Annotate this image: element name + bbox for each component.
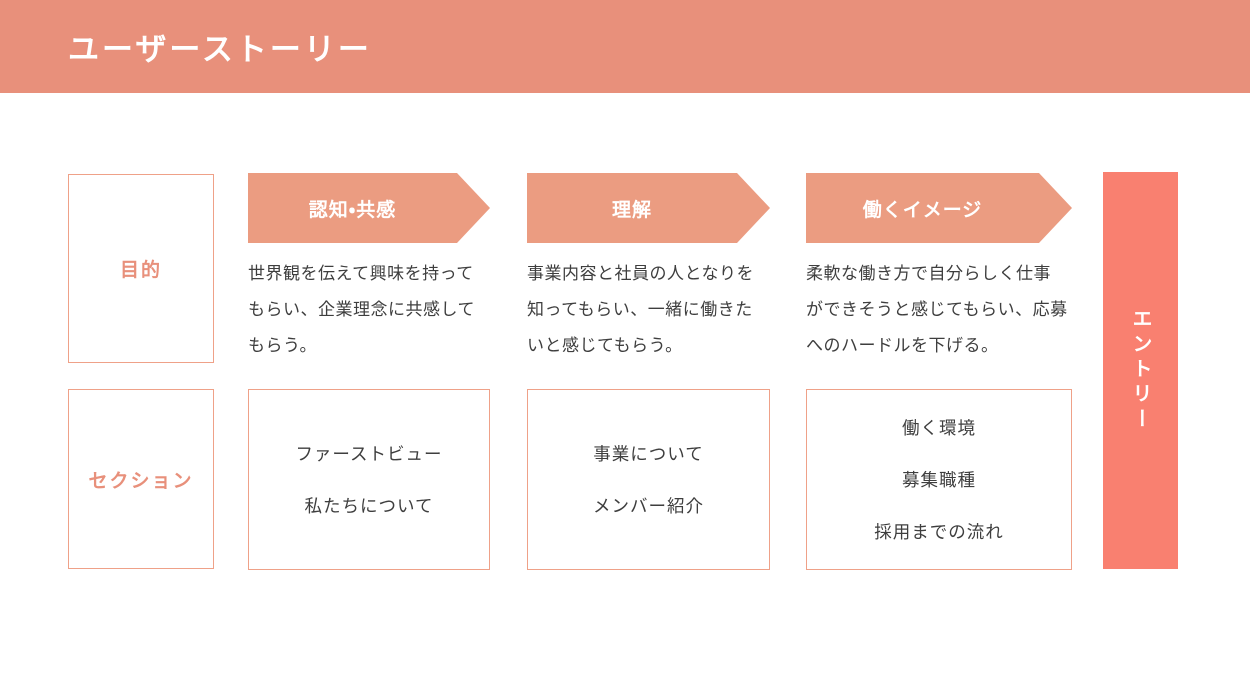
section-item: メンバー紹介 xyxy=(593,496,704,516)
purpose-description-awareness: 世界観を伝えて興味を持って もらい、企業理念に共感して もらう。 xyxy=(248,264,475,355)
row-label-section-text: セクション xyxy=(88,470,194,492)
stage-arrow-work-image: 働くイメージ xyxy=(806,173,1072,243)
section-item: 働く環境 xyxy=(902,418,976,438)
purpose-description-work-image: 柔軟な働き方で自分らしく仕事 ができそうと感じてもらい、応募 へのハードルを下げ… xyxy=(806,264,1068,355)
stage-arrow-label: 認知・共感 xyxy=(308,199,397,221)
slide-header: ユーザーストーリー xyxy=(0,0,1250,93)
section-box-work-image: 働く環境 募集職種 採用までの流れ xyxy=(806,389,1072,570)
page-title: ユーザーストーリー xyxy=(68,32,372,67)
section-box-understanding: 事業について メンバー紹介 xyxy=(527,389,770,570)
section-item: ファーストビュー xyxy=(295,444,443,464)
entry-bar: エントリー xyxy=(1103,172,1178,569)
section-item: 私たちについて xyxy=(304,496,434,516)
section-item: 採用までの流れ xyxy=(874,522,1004,542)
row-label-purpose: 目的 xyxy=(68,174,214,363)
row-label-section: セクション xyxy=(68,389,214,569)
section-item: 募集職種 xyxy=(902,470,976,490)
section-item: 事業について xyxy=(593,444,704,464)
stage-arrow-label: 理解 xyxy=(611,199,652,221)
entry-bar-label: エントリー xyxy=(1129,308,1151,433)
section-box-awareness: ファーストビュー 私たちについて xyxy=(248,389,490,570)
stage-arrow-awareness: 認知・共感 xyxy=(248,173,490,243)
purpose-description-understanding: 事業内容と社員の人となりを 知ってもらい、一緒に働きた いと感じてもらう。 xyxy=(527,264,754,355)
row-label-purpose-text: 目的 xyxy=(119,260,162,281)
stage-arrow-label: 働くイメージ xyxy=(862,199,983,221)
stage-arrow-understanding: 理解 xyxy=(527,173,770,243)
